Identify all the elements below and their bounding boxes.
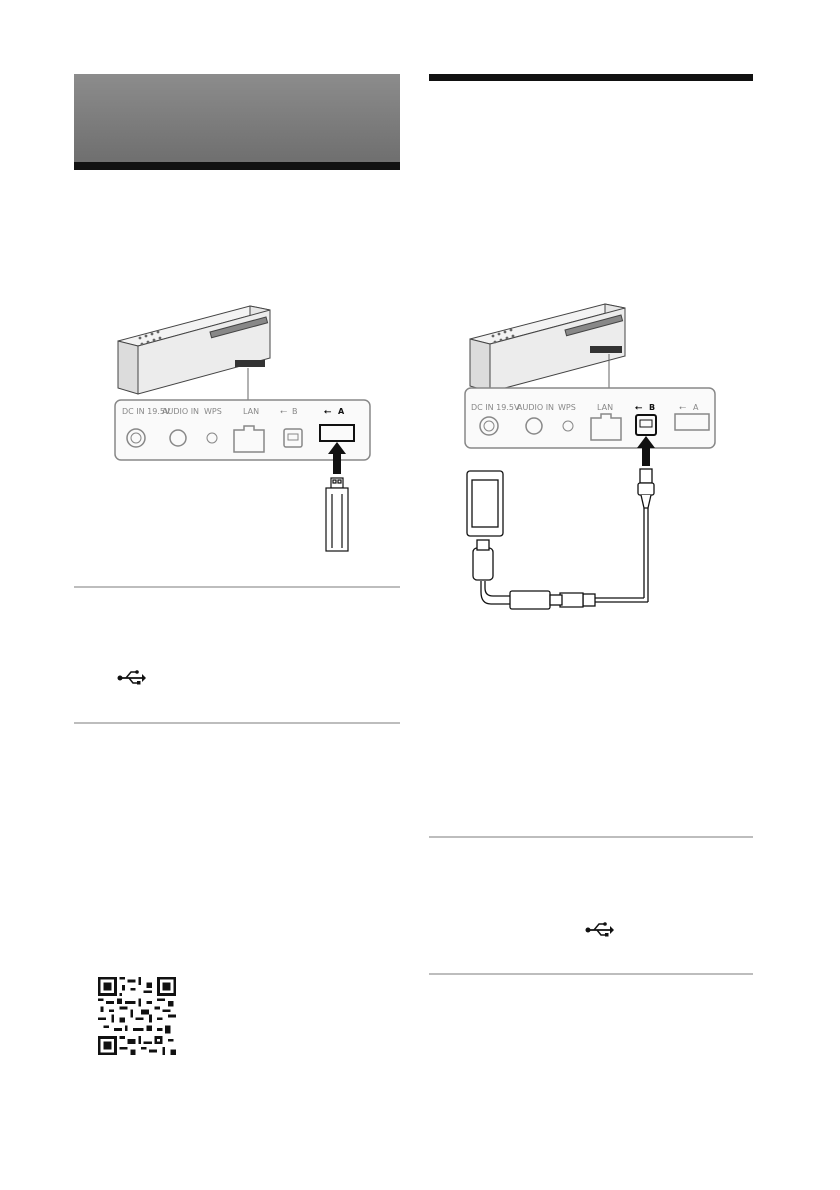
usb-a-port	[674, 413, 710, 431]
usb-symbol-b: ⭠	[635, 403, 643, 413]
divider-rule	[429, 836, 753, 838]
usb-b-port	[283, 428, 303, 448]
divider-rule	[74, 722, 400, 724]
usb-cable	[472, 468, 655, 610]
usb-b-port	[635, 414, 657, 436]
port-label-b: B	[649, 403, 655, 412]
divider-rule	[74, 586, 400, 588]
port-label-wps: WPS	[558, 403, 576, 412]
speaker-illustration	[117, 305, 271, 395]
port-label-lan: LAN	[597, 403, 613, 412]
port-label-a: A	[338, 407, 345, 416]
port-label-b: B	[292, 407, 298, 416]
divider-rule	[429, 973, 753, 975]
port-label-dc-in: DC IN 19.5V	[122, 407, 171, 416]
rear-panel	[464, 387, 716, 449]
port-label-wps: WPS	[204, 407, 222, 416]
lan-port	[233, 425, 265, 453]
usb-a-port	[319, 424, 355, 442]
usb-a-connection-diagram: DC IN 19.5V AUDIO IN WPS LAN ⭠ B ⭠ A	[114, 305, 371, 552]
usb-symbol-a: ⭠	[324, 407, 332, 417]
port-label-audio-in: AUDIO IN	[162, 407, 199, 416]
usb-flash-drive	[325, 477, 349, 552]
usb-symbol-b: ⭠	[280, 407, 287, 417]
port-label-audio-in: AUDIO IN	[517, 403, 554, 412]
port-label-a: A	[693, 403, 699, 412]
usb-b-connection-diagram: DC IN 19.5V AUDIO IN WPS LAN ⭠ B ⭠ A	[464, 303, 716, 610]
usb-icon	[585, 922, 614, 937]
section-header-box	[74, 74, 400, 162]
section-header-rule-right	[429, 74, 753, 81]
lan-port	[590, 413, 622, 441]
wps-button	[562, 420, 574, 432]
smartphone-illustration	[466, 470, 504, 537]
dc-in-jack	[126, 428, 146, 448]
speaker-illustration	[469, 303, 626, 393]
dc-in-jack	[479, 416, 499, 436]
insert-arrow	[637, 436, 655, 466]
section-header-rule	[74, 162, 400, 170]
usb-icon	[117, 670, 146, 685]
wps-button	[206, 432, 218, 444]
port-label-dc-in: DC IN 19.5V	[471, 403, 520, 412]
usb-symbol-a: ⭠	[679, 403, 686, 413]
audio-in-jack	[169, 429, 187, 447]
port-label-lan: LAN	[243, 407, 259, 416]
insert-arrow	[328, 442, 346, 474]
audio-in-jack	[525, 417, 543, 435]
qr-code	[98, 977, 176, 1055]
